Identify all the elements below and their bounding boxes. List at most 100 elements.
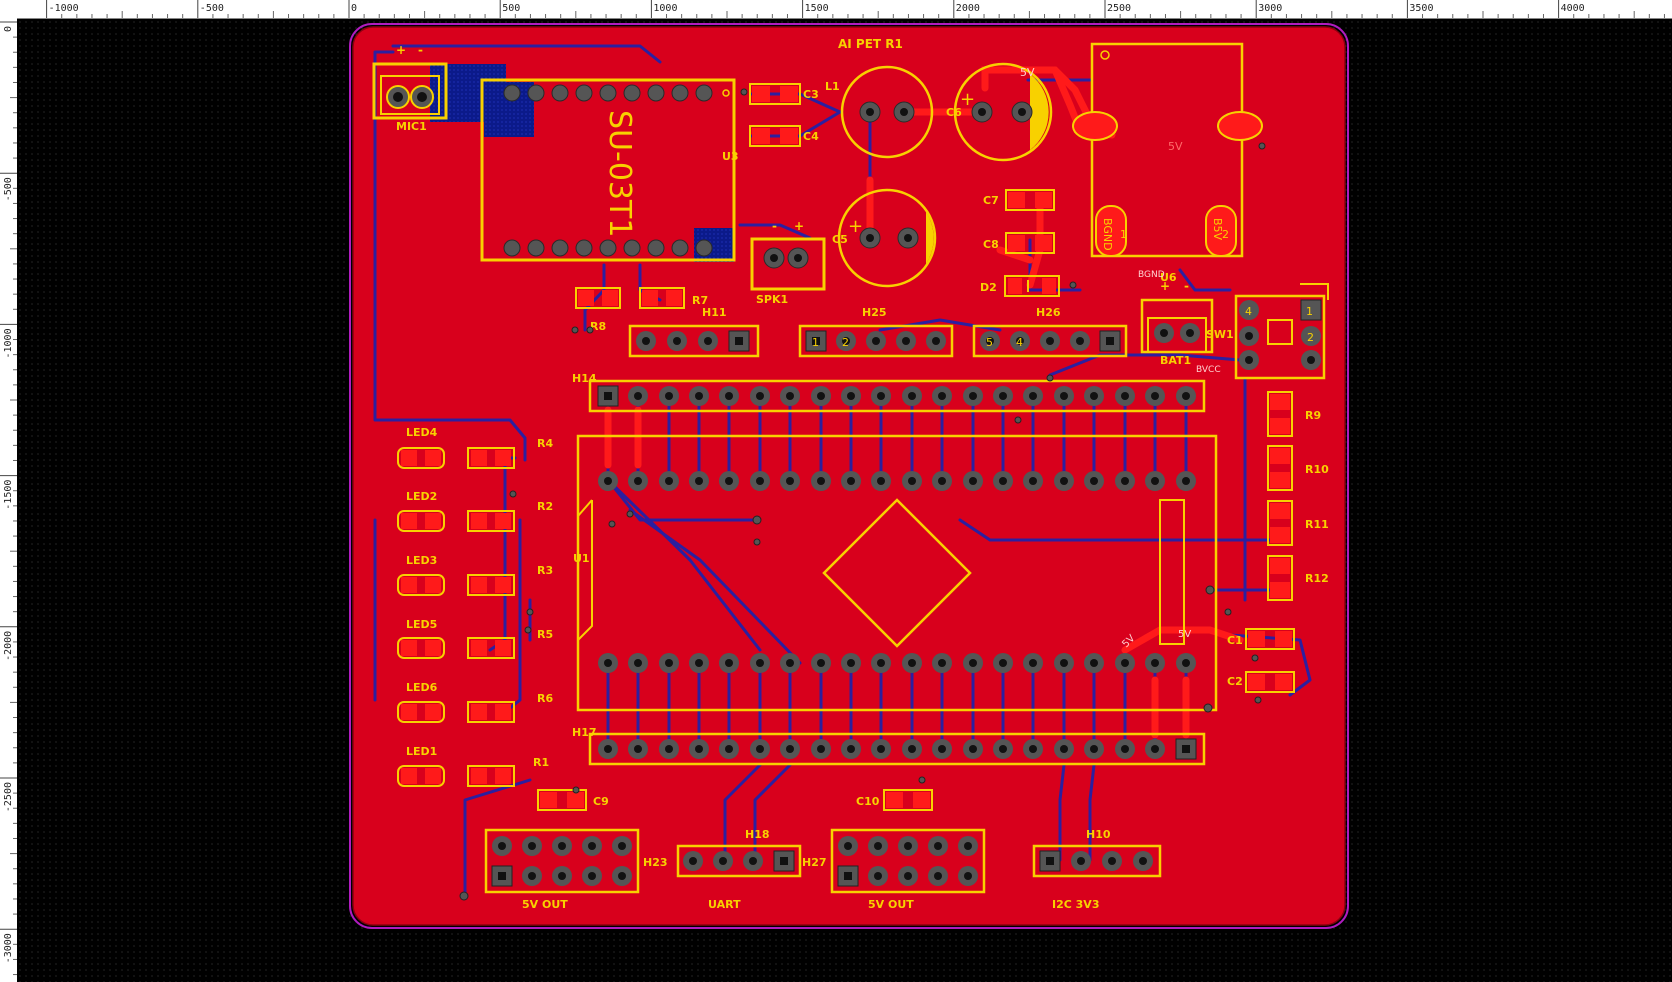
h27-label: H27 <box>802 856 827 869</box>
led1-label: LED1 <box>406 745 437 758</box>
sw1-pin1: 1 <box>1306 305 1313 318</box>
h25-label: H25 <box>862 306 887 319</box>
c10-label: C10 <box>856 795 880 808</box>
pcb-board[interactable]: + - MIC1 SU-03T1 U3 C3 C4 L1 C5 + <box>17 19 1672 982</box>
h14-header[interactable] <box>588 379 1206 413</box>
ruler-x-tick-label: 2000 <box>956 3 980 14</box>
l1-label: L1 <box>825 80 840 93</box>
h27-header[interactable] <box>830 828 986 894</box>
c1-label: C1 <box>1227 634 1243 647</box>
r5-footprint[interactable] <box>467 637 515 659</box>
c6-footprint[interactable] <box>953 62 1053 162</box>
led2-footprint[interactable] <box>397 510 445 532</box>
c10-footprint[interactable] <box>883 789 933 811</box>
r6-label: R6 <box>537 692 553 705</box>
r12-label: R12 <box>1305 572 1329 585</box>
ruler-y-tick-label: 0 <box>3 26 14 32</box>
r8-label: R8 <box>590 320 606 333</box>
led3-footprint[interactable] <box>397 574 445 596</box>
bat1-footprint[interactable] <box>1140 298 1214 354</box>
l1-footprint[interactable] <box>840 65 934 159</box>
c1-footprint[interactable] <box>1245 628 1295 650</box>
h18-header[interactable] <box>676 844 802 878</box>
ruler-x-tick-label: 3000 <box>1258 3 1282 14</box>
r12-footprint[interactable] <box>1267 555 1293 601</box>
led1-footprint[interactable] <box>397 765 445 787</box>
mic1-plus-label: + <box>396 43 406 57</box>
h11-header[interactable] <box>628 324 760 358</box>
c9-footprint[interactable] <box>537 789 587 811</box>
pcb-canvas[interactable]: + - MIC1 SU-03T1 U3 C3 C4 L1 C5 + <box>17 19 1672 982</box>
h10-header[interactable] <box>1032 844 1162 878</box>
r11-footprint[interactable] <box>1267 500 1293 546</box>
ruler-x-tick-label: 500 <box>502 3 520 14</box>
i2c-label: I2C 3V3 <box>1052 898 1099 911</box>
u6-module[interactable] <box>1072 42 1263 258</box>
ruler-y-tick-label: -500 <box>3 177 14 201</box>
h11-label: H11 <box>702 306 727 319</box>
h25-header[interactable] <box>798 324 954 358</box>
module-text: SU-03T1 <box>602 110 637 237</box>
led4-footprint[interactable] <box>397 447 445 469</box>
r7-footprint[interactable] <box>639 287 685 309</box>
ruler-x-tick-label: -1000 <box>49 3 79 14</box>
h25-pin1: 1 <box>812 336 819 349</box>
c4-footprint[interactable] <box>749 125 801 147</box>
sw1-footprint[interactable]: 4 1 2 <box>1234 283 1329 380</box>
r8-footprint[interactable] <box>575 287 621 309</box>
vertical-ruler[interactable]: 0-500-1000-1500-2000-2500-3000 <box>0 18 18 982</box>
ruler-x-tick-label: 0 <box>351 3 357 14</box>
h23-label: H23 <box>643 856 668 869</box>
vias <box>459 88 1266 901</box>
r10-footprint[interactable] <box>1267 445 1293 491</box>
ruler-x-tick-label: 1500 <box>805 3 829 14</box>
uart-label: UART <box>708 898 741 911</box>
c2-footprint[interactable] <box>1245 671 1295 693</box>
h23-header[interactable] <box>484 828 640 894</box>
r1-footprint[interactable] <box>467 765 515 787</box>
d2-footprint[interactable] <box>1004 275 1060 297</box>
bat1-label: BAT1 <box>1160 354 1191 367</box>
r9-footprint[interactable] <box>1267 391 1293 437</box>
c7-footprint[interactable] <box>1005 189 1055 211</box>
h26-header[interactable] <box>972 324 1128 358</box>
ruler-y-tick-label: -3000 <box>3 933 14 963</box>
su03t1-module[interactable] <box>480 78 736 262</box>
sw1-pin2: 2 <box>1307 331 1314 344</box>
spk1-plus: + <box>794 219 804 233</box>
net-bgnd-label: BGND <box>1101 218 1114 251</box>
led5-label: LED5 <box>406 618 437 631</box>
led6-footprint[interactable] <box>397 701 445 723</box>
c3-footprint[interactable] <box>749 83 801 105</box>
ruler-x-tick-label: 1000 <box>653 3 677 14</box>
bat1-plus: + <box>1160 279 1170 293</box>
d2-label: D2 <box>980 281 997 294</box>
spk1-footprint[interactable] <box>750 237 826 291</box>
r4-label: R4 <box>537 437 553 450</box>
u1-module[interactable] <box>576 434 1218 712</box>
ruler-y-tick-label: -2500 <box>3 782 14 812</box>
net-5v-label-1: 5V <box>1168 140 1183 153</box>
mic1-footprint[interactable] <box>372 62 448 120</box>
led4-label: LED4 <box>406 426 438 439</box>
u6-pin2: 2 <box>1222 228 1229 241</box>
c2-label: C2 <box>1227 675 1243 688</box>
c5-footprint[interactable] <box>837 188 937 288</box>
u6-label: U6 <box>1160 271 1177 284</box>
c6-label: C6 <box>946 106 962 119</box>
h26-pin5: 5 <box>986 336 993 349</box>
board-outline <box>349 23 1349 929</box>
led3-label: LED3 <box>406 554 437 567</box>
led5-footprint[interactable] <box>397 637 445 659</box>
r10-label: R10 <box>1305 463 1329 476</box>
bat1-minus: - <box>1184 279 1189 293</box>
r4-footprint[interactable] <box>467 447 515 469</box>
r2-footprint[interactable] <box>467 510 515 532</box>
c8-footprint[interactable] <box>1005 232 1055 254</box>
r6-footprint[interactable] <box>467 701 515 723</box>
h17-header[interactable] <box>588 732 1206 766</box>
out1-label: 5V OUT <box>522 898 568 911</box>
net-5v-label-3: 5V <box>1178 629 1191 640</box>
r3-footprint[interactable] <box>467 574 515 596</box>
